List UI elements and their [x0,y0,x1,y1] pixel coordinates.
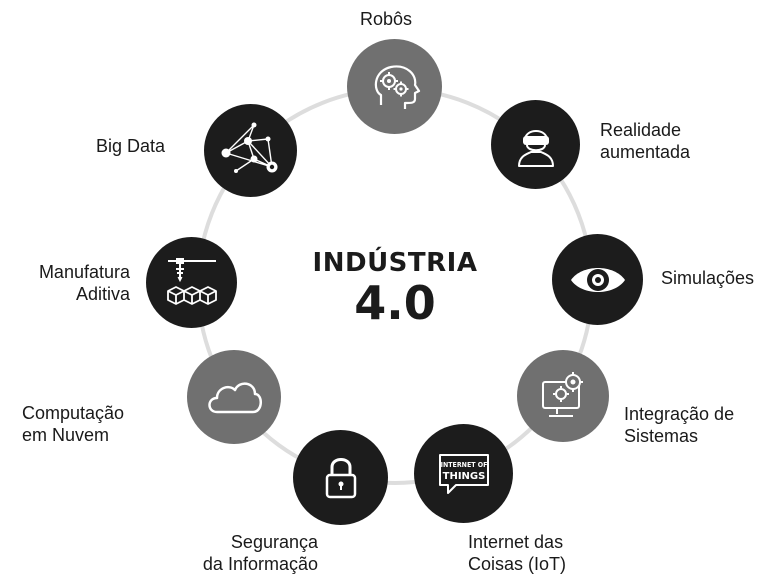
3d-printer-cubes-icon [166,257,217,305]
center-title: INDÚSTRIA [312,248,478,278]
node-nuvem [187,350,281,444]
node-integracao [517,350,609,442]
iot-icon-text-line1: INTERNET OF [440,461,487,469]
cloud-icon [208,382,262,414]
node-manufatura [146,237,237,328]
node-iot: INTERNET OF THINGS [414,424,513,523]
padlock-icon [325,457,356,498]
node-bigdata [204,104,297,197]
label-simulacoes: Simulações [661,268,755,288]
iot-icon-text-line2: THINGS [442,471,485,482]
node-seguranca [293,430,388,525]
node-realidade [491,100,580,189]
network-graph-icon [221,122,277,173]
monitor-gears-icon [542,372,583,417]
internet-of-things-icon: INTERNET OF THINGS [438,453,489,494]
vr-headset-person-icon [517,129,554,167]
eye-icon [570,267,625,292]
node-simulacoes [552,234,643,325]
robot-head-gears-icon [374,64,420,109]
label-robos: Robôs [360,9,413,29]
label-bigdata: Big Data [96,136,166,156]
node-robos [347,39,442,134]
center-version: 4.0 [354,276,436,330]
